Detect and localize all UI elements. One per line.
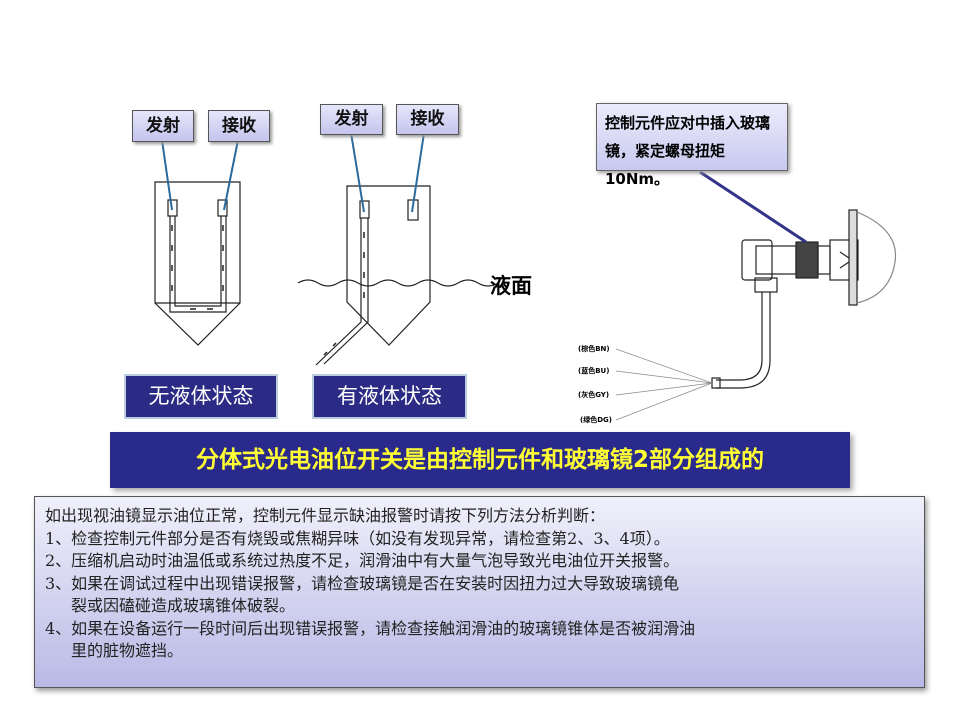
wire-label-brown: (棕色BN): [578, 345, 610, 353]
liquid-surface-label: 液面: [490, 273, 532, 298]
liquid-state-label: 有液体状态: [312, 374, 467, 419]
liquid-surface-wave: [297, 279, 499, 287]
wire-label-grey: (灰色GY): [578, 391, 610, 399]
left-receive-label: 接收: [208, 110, 270, 142]
troubleshooting-notes: 如出现视油镜显示油位正常，控制元件显示缺油报警时请按下列方法分析判断： 1、检查…: [34, 496, 925, 688]
note-item-2: 2、压缩机启动时油温低或系统过热度不足，润滑油中有大量气泡导致光电油位开关报警。: [45, 551, 680, 570]
note-item-4: 4、如果在设备运行一段时间后出现错误报警，请检查接触润滑油的玻璃镜锥体是否被润滑…: [45, 618, 696, 638]
note-item-3-cont: 裂或因磕碰造成玻璃锥体破裂。: [71, 596, 296, 615]
note-item-4-cont: 里的脏物遮挡。: [71, 641, 184, 660]
no-liquid-state-label: 无液体状态: [124, 374, 278, 419]
callout-pointer: [699, 170, 807, 244]
notes-intro: 如出现视油镜显示油位正常，控制元件显示缺油报警时请按下列方法分析判断：: [45, 506, 606, 525]
note-item-1: 1、检查控制元件部分是否有烧毁或焦糊异味（如没有发现异常，请检查第2、3、4项）…: [45, 528, 670, 548]
note-item-3: 3、如果在调试过程中出现错误报警，请检查玻璃镜是否在安装时因扭力过大导致玻璃镜龟: [45, 573, 680, 593]
wire-label-blue: (蓝色BU): [578, 367, 610, 375]
install-callout: 控制元件应对中插入玻璃镜，紧定螺母扭矩10Nm。: [596, 103, 788, 188]
title-banner: 分体式光电油位开关是由控制元件和玻璃镜2部分组成的: [110, 432, 850, 488]
left-light-path: [169, 216, 227, 313]
control-element-device: [615, 209, 897, 421]
left-probe-body: [154, 181, 241, 346]
left-emit-label: 发射: [132, 110, 194, 142]
right-light-path: [315, 218, 369, 366]
right-receive-label: 接收: [396, 104, 459, 135]
wire-label-green: (绿色DG): [580, 416, 612, 424]
right-emit-label: 发射: [320, 104, 383, 135]
